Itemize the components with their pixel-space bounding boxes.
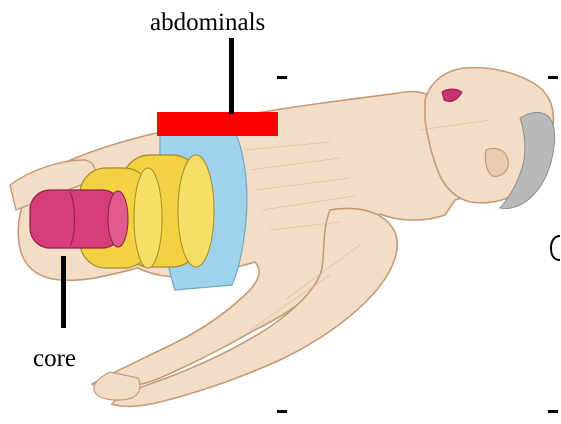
abdominals-marker (157, 112, 278, 136)
abdominals-label: abdominals (150, 10, 265, 35)
ear (485, 148, 508, 176)
core-layer-face (108, 191, 128, 247)
middle-layer-outer-face (178, 155, 214, 267)
core-label: core (33, 346, 76, 371)
middle-layer-inner-face (134, 168, 162, 268)
abdominals-leader-line (229, 38, 234, 114)
core-leader-line (61, 256, 66, 328)
right-edge-mark (551, 236, 560, 260)
